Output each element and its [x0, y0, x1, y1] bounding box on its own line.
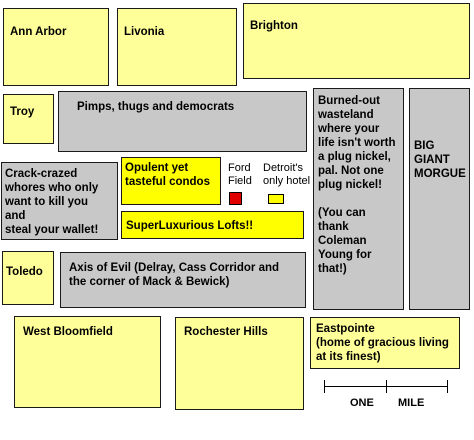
region-west-bloomfield: West Bloomfield [14, 316, 161, 408]
region-superluxurious-lofts: SuperLuxurious Lofts!! [121, 211, 304, 239]
region-pimps-thugs-democrats: Pimps, thugs and democrats [58, 91, 307, 152]
scale-tick-left [324, 380, 325, 393]
region-crack-crazed: Crack-crazed whores who only want to kil… [1, 162, 118, 240]
scale-tick-right [447, 380, 448, 393]
label-ford-field: Ford Field [228, 162, 252, 187]
region-rochester-hills: Rochester Hills [175, 317, 304, 410]
region-troy: Troy [3, 94, 54, 144]
region-livonia: Livonia [117, 8, 237, 86]
region-axis-of-evil: Axis of Evil (Delray, Cass Corridor and … [60, 252, 306, 308]
region-opulent-condos: Opulent yet tasteful condos [121, 157, 221, 205]
ford-field-marker [229, 192, 242, 205]
region-burned-out-wasteland: Burned-out wasteland where your life isn… [313, 88, 404, 310]
label-detroit-only-hotel: Detroit's only hotel [263, 162, 311, 187]
region-brighton: Brighton [243, 3, 470, 79]
region-toledo: Toledo [2, 251, 54, 305]
scale-label-mile: MILE [398, 397, 425, 409]
region-eastpointe: Eastpointe (home of gracious living at i… [310, 317, 460, 369]
region-ann-arbor: Ann Arbor [3, 8, 109, 86]
detroit-hotel-marker [268, 194, 284, 204]
scale-label-one: ONE [350, 397, 374, 409]
scale-tick-mid [386, 380, 387, 393]
region-big-giant-morgue: BIG GIANT MORGUE [409, 88, 470, 310]
